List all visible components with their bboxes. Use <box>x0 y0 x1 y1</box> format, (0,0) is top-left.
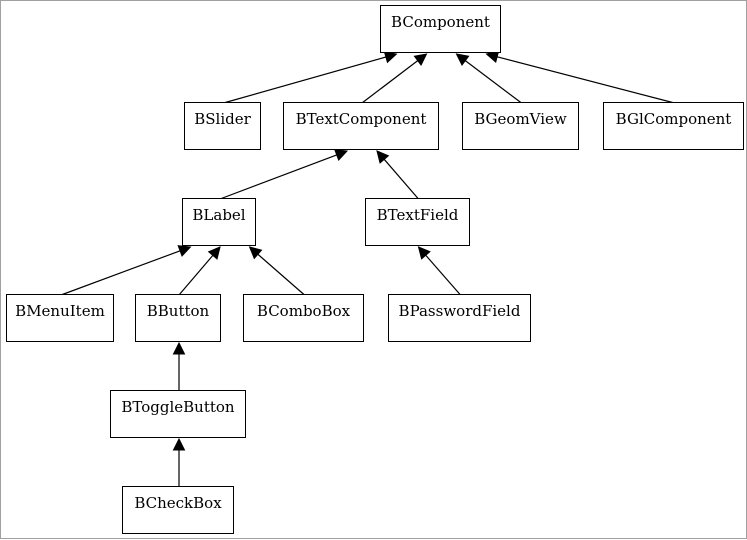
arrowhead-bbutton-to-blabel <box>207 246 221 260</box>
node-bpasswordfield[interactable]: BPasswordField <box>388 294 531 342</box>
arrowhead-btogglebutton-to-bbutton <box>172 341 186 355</box>
edge-bslider-to-bcomponent <box>223 56 387 104</box>
node-btextcomponent[interactable]: BTextComponent <box>283 102 439 150</box>
edge-btextfield-to-btextcomponent <box>383 158 419 200</box>
edge-bpasswordfield-to-btextfield <box>425 254 461 296</box>
node-bcombobox[interactable]: BComboBox <box>243 294 364 342</box>
arrowhead-bgeomview-to-bcomponent <box>455 53 470 66</box>
edge-bmenuitem-to-blabel <box>60 250 181 296</box>
edge-bcombobox-to-blabel <box>257 253 305 296</box>
arrowhead-btextcomponent-to-bcomponent <box>413 53 428 66</box>
node-bgeomview[interactable]: BGeomView <box>462 102 579 150</box>
node-btogglebutton[interactable]: BToggleButton <box>110 390 246 438</box>
arrowhead-btextfield-to-btextcomponent <box>376 150 390 164</box>
node-btextfield[interactable]: BTextField <box>365 198 470 246</box>
node-bcomponent[interactable]: BComponent <box>380 5 501 53</box>
node-bglcomponent[interactable]: BGlComponent <box>603 102 744 150</box>
node-bcheckbox[interactable]: BCheckBox <box>122 486 234 534</box>
node-blabel[interactable]: BLabel <box>182 198 256 246</box>
arrowhead-bpasswordfield-to-btextfield <box>417 246 431 260</box>
edge-blabel-to-btextcomponent <box>219 154 337 200</box>
arrowhead-bslider-to-bcomponent <box>383 51 398 64</box>
arrowhead-bglcomponent-to-bcomponent <box>485 50 500 64</box>
edge-bglcomponent-to-bcomponent <box>496 56 675 104</box>
edge-bbutton-to-blabel <box>178 254 214 296</box>
arrowhead-bcombobox-to-blabel <box>248 246 263 260</box>
node-bbutton[interactable]: BButton <box>135 294 221 342</box>
edge-bgeomview-to-bcomponent <box>464 60 522 104</box>
arrowhead-bcheckbox-to-btogglebutton <box>172 437 186 451</box>
edge-btextcomponent-to-bcomponent <box>361 60 419 104</box>
node-bslider[interactable]: BSlider <box>184 102 261 150</box>
arrowhead-blabel-to-btextcomponent <box>334 149 349 161</box>
arrowhead-bmenuitem-to-blabel <box>177 245 192 257</box>
node-bmenuitem[interactable]: BMenuItem <box>6 294 114 342</box>
